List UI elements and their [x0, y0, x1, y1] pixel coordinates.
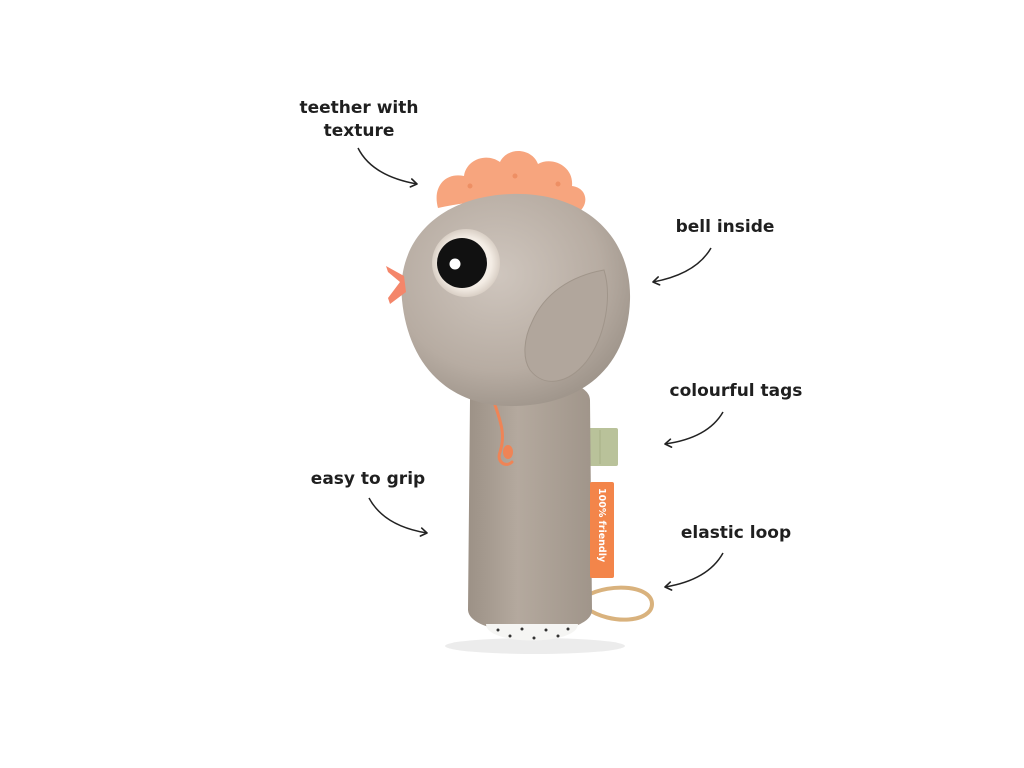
toy-body — [468, 377, 592, 633]
arrow-teether — [357, 147, 418, 188]
arrow-tags — [664, 411, 724, 448]
eye-highlight — [449, 258, 461, 270]
orange-tag — [590, 482, 614, 578]
orange-tag-text: 100% friendly — [596, 488, 607, 563]
eye-pupil — [437, 238, 487, 288]
teether-bump — [467, 183, 473, 189]
orange-cord — [492, 400, 514, 466]
annotation-teether-line2: texture — [323, 121, 395, 141]
annotation-tags: colourful tags — [669, 381, 803, 401]
toy-beak — [386, 266, 406, 304]
annotation-bell: bell inside — [675, 217, 775, 237]
elastic-loop — [584, 585, 655, 622]
teether-bump — [512, 173, 518, 179]
toy-wing — [524, 269, 608, 382]
annotation-teether: teether with texture — [298, 97, 420, 143]
base-dots — [496, 627, 570, 640]
annotation-loop: elastic loop — [680, 523, 792, 543]
cord-knot — [503, 445, 513, 459]
annotation-grip: easy to grip — [310, 469, 426, 489]
dotted-base — [486, 624, 578, 641]
arrow-grip — [368, 497, 428, 537]
arrow-loop — [664, 552, 724, 591]
teether-bump — [555, 181, 561, 187]
green-tag — [586, 428, 618, 466]
floor-shadow — [445, 638, 625, 654]
annotation-teether-line1: teether with — [299, 98, 419, 118]
arrow-bell — [652, 247, 712, 286]
